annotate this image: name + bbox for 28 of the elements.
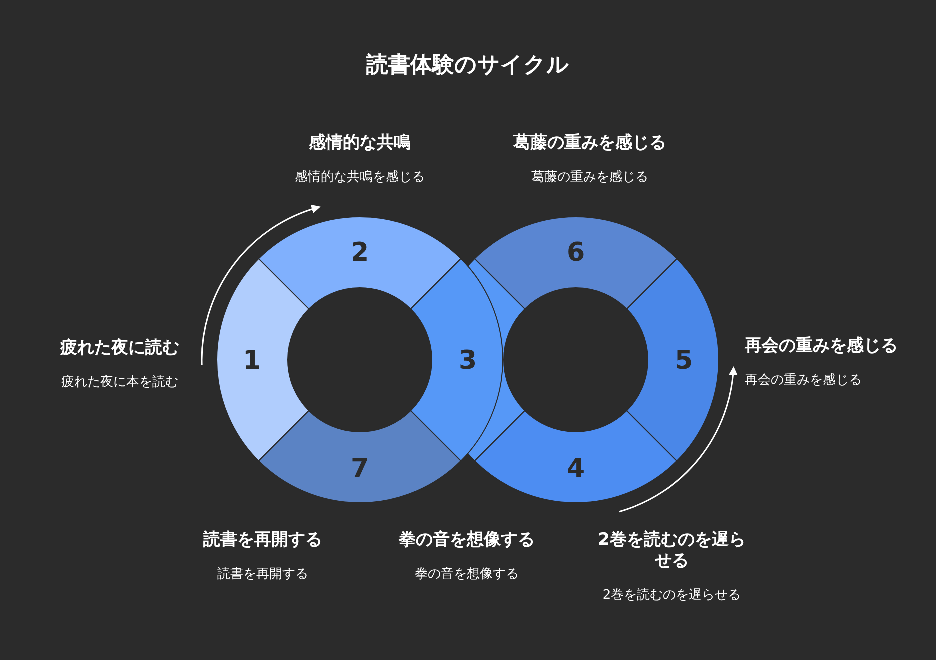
step-heading: 2巻を読むのを遅らせる [597,530,747,572]
step-heading: 葛藤の重みを感じる [514,133,666,154]
step-description: 感情的な共鳴を感じる [295,169,425,186]
ring-segment [258,410,462,504]
step-number: 5 [674,346,694,376]
step-heading: 読書を再開する [204,530,322,551]
ring-segment [626,258,720,462]
step-heading: 感情的な共鳴 [309,133,411,154]
step-description: 2巻を読むのを遅らせる [602,587,742,604]
step-number: 2 [350,238,370,268]
step-description: 葛藤の重みを感じる [532,169,648,186]
step-description: 疲れた夜に本を読む [62,374,178,391]
ring-segment [474,216,678,310]
step-number: 4 [566,454,586,484]
ring-segment [258,216,462,310]
step-description: 再会の重みを感じる [745,372,862,389]
ring-segment [474,410,678,504]
step-number: 6 [566,238,586,268]
step-description: 拳の音を想像する [415,566,519,583]
step-number: 1 [242,346,262,376]
step-number: 7 [350,454,370,484]
diagram-title: 読書体験のサイクル [365,52,570,80]
step-description: 読書を再開する [218,566,308,583]
step-heading: 拳の音を想像する [399,530,535,551]
step-heading: 疲れた夜に読む [60,338,180,359]
step-number: 3 [458,346,478,376]
ring-segment [216,258,310,462]
step-heading: 再会の重みを感じる [745,336,898,357]
